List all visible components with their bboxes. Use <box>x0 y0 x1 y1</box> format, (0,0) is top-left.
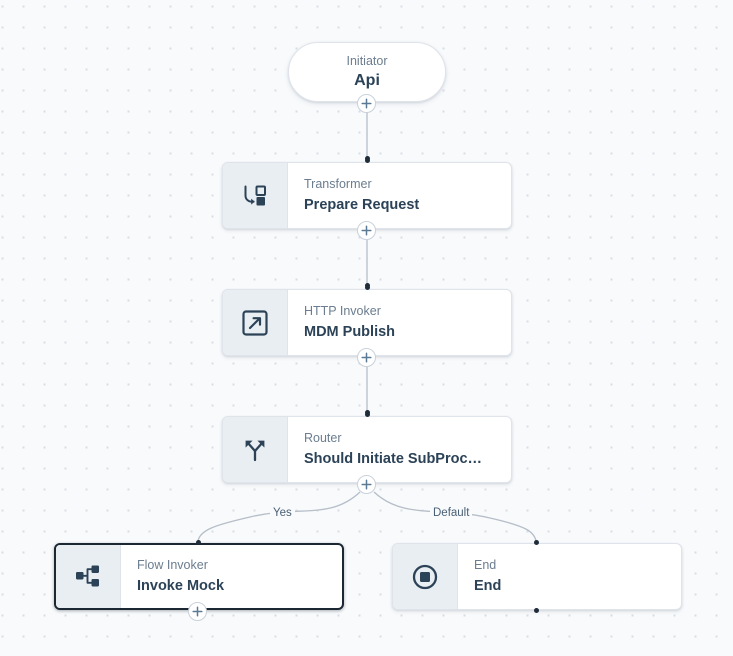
node-title: MDM Publish <box>304 324 396 341</box>
plus-icon <box>192 606 203 617</box>
node-subtitle: Router <box>304 431 342 446</box>
connector-dot-transformer-in <box>364 158 370 163</box>
node-initiator[interactable]: Initiator Api <box>288 42 446 102</box>
plus-icon <box>361 98 372 109</box>
plus-icon <box>361 225 372 236</box>
transformer-icon <box>244 185 266 205</box>
node-icon-pane <box>223 290 288 355</box>
connector-dot-http-invoker-in <box>364 285 370 290</box>
node-subtitle: End <box>474 558 497 573</box>
node-end[interactable]: End End <box>392 543 682 610</box>
node-body: Transformer Prepare Request <box>288 163 511 228</box>
connector-dot-router-in <box>364 412 370 417</box>
add-after-http-invoker-button[interactable] <box>357 348 376 367</box>
node-router[interactable]: Router Should Initiate SubProc… <box>222 416 512 483</box>
node-title: Api <box>354 72 380 90</box>
node-icon-pane <box>56 545 121 608</box>
edge-label-yes: Yes <box>270 507 295 519</box>
stop-circle-icon <box>412 564 438 589</box>
node-body: Flow Invoker Invoke Mock <box>121 545 342 608</box>
node-subtitle: HTTP Invoker <box>304 304 381 319</box>
connector-dot-end-out <box>533 608 539 613</box>
add-after-router-button[interactable] <box>357 475 376 494</box>
node-title: End <box>474 578 502 595</box>
router-branch-icon <box>245 440 265 461</box>
plus-icon <box>361 479 372 490</box>
node-subtitle: Flow Invoker <box>137 558 208 573</box>
connector-dot-end-in <box>533 540 539 545</box>
external-link-icon <box>242 309 268 336</box>
node-flow-invoker[interactable]: Flow Invoker Invoke Mock <box>54 543 344 610</box>
add-after-initiator-button[interactable] <box>357 94 376 113</box>
edge-label-default: Default <box>430 507 473 519</box>
node-icon-pane <box>393 544 458 609</box>
node-http-invoker[interactable]: HTTP Invoker MDM Publish <box>222 289 512 356</box>
node-body: End End <box>458 544 681 609</box>
plus-icon <box>361 352 372 363</box>
node-body: HTTP Invoker MDM Publish <box>288 290 511 355</box>
sitemap-icon <box>76 565 99 586</box>
node-subtitle: Initiator <box>346 53 388 68</box>
node-title: Should Initiate SubProc… <box>304 451 483 468</box>
node-title: Invoke Mock <box>137 578 225 595</box>
node-subtitle: Transformer <box>304 177 372 192</box>
add-after-flow-invoker-button[interactable] <box>188 602 207 621</box>
node-transformer[interactable]: Transformer Prepare Request <box>222 162 512 229</box>
node-title: Prepare Request <box>304 197 420 214</box>
node-icon-pane <box>223 163 288 228</box>
node-icon-pane <box>223 417 288 482</box>
node-body: Router Should Initiate SubProc… <box>288 417 511 482</box>
connector-dot-flow-invoker-in <box>195 540 201 545</box>
add-after-transformer-button[interactable] <box>357 221 376 240</box>
